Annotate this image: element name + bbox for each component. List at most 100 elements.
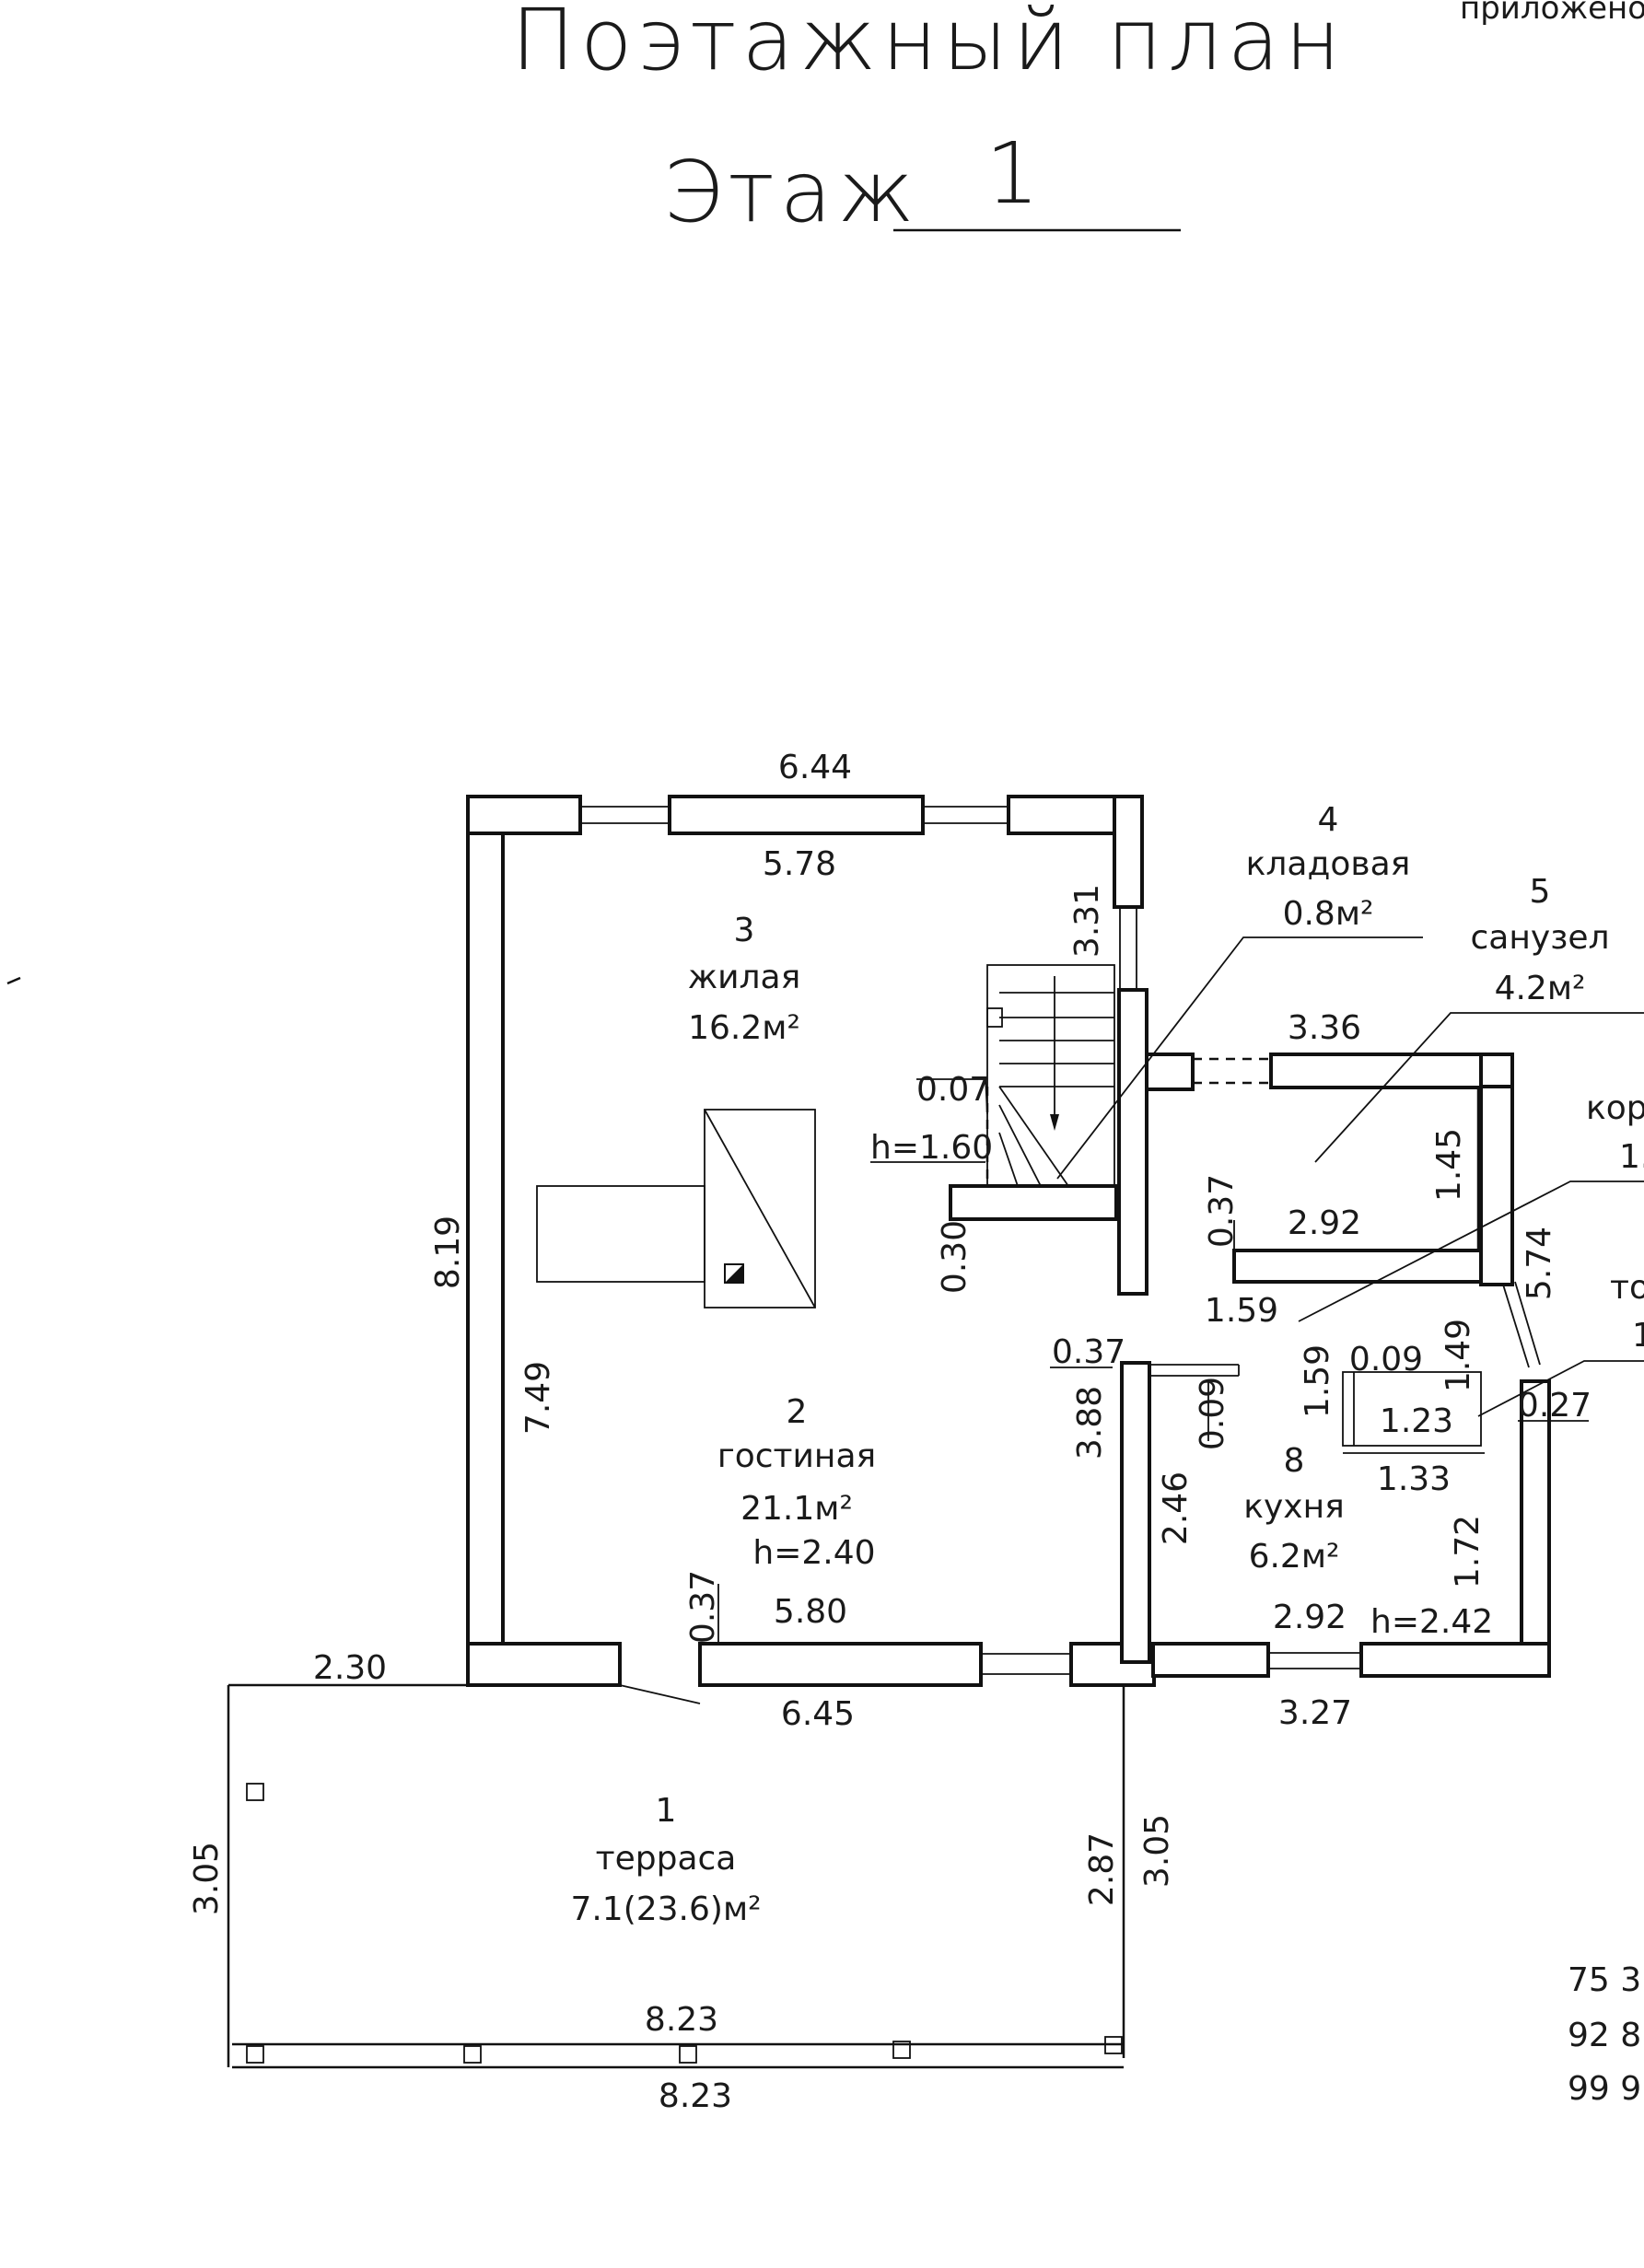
- room8-name: кухня: [1243, 1488, 1345, 1526]
- corner-note: приложено: [1460, 0, 1644, 27]
- wall-bath-right-lower: [1479, 1085, 1514, 1286]
- wall-stair-landing: [949, 1184, 1118, 1221]
- dim-1-59-a: 1.59: [1205, 1292, 1278, 1330]
- room6-partial-name: кор: [1586, 1089, 1644, 1127]
- bath-door-dashed: [1193, 1057, 1271, 1085]
- room4-number: 4: [1318, 801, 1339, 839]
- room5-number: 5: [1530, 873, 1551, 911]
- dim-0-37-c: 0.37: [1203, 1174, 1241, 1248]
- dim-2-30: 2.30: [313, 1649, 387, 1687]
- kitchen-partition: [1149, 1364, 1240, 1377]
- window-kitchen: [1268, 1652, 1361, 1669]
- room3-number: 3: [734, 912, 755, 949]
- door-swing-corridor: [1502, 1281, 1541, 1368]
- wall-bottom-1: [466, 1642, 622, 1687]
- dim-2-46: 2.46: [1157, 1471, 1195, 1545]
- dim-3-05-b: 3.05: [1138, 1814, 1176, 1888]
- dim-7-49: 7.49: [519, 1361, 557, 1435]
- dim-0-09-b: 0.09: [1349, 1341, 1423, 1378]
- door-swing-entrance: [619, 1684, 701, 1704]
- dim-1-45: 1.45: [1430, 1128, 1468, 1202]
- wall-bath-top: [1269, 1053, 1514, 1089]
- room2-height: h=2.40: [752, 1534, 875, 1572]
- room8-area: 6.2м²: [1249, 1538, 1340, 1576]
- wall-kitchen-bottom-1: [1151, 1642, 1270, 1678]
- summary-line-2: 92 8м: [1568, 2017, 1644, 2054]
- dim-2-92-b: 2.92: [1273, 1599, 1347, 1636]
- window-right-upper: [1119, 907, 1137, 990]
- dim-3-36: 3.36: [1288, 1009, 1361, 1047]
- dim-1-72: 1.72: [1449, 1515, 1487, 1588]
- dim-3-88: 3.88: [1071, 1386, 1109, 1460]
- furniture-table: [536, 1109, 816, 1308]
- wall-left-outer: [466, 795, 505, 1687]
- room6-partial-area: 1.: [1619, 1138, 1644, 1176]
- wall-bath-stub: [1145, 1053, 1195, 1091]
- dim-0-37-a: 0.37: [1052, 1333, 1125, 1371]
- room5-name: санузел: [1471, 919, 1610, 957]
- dim-1-33: 1.33: [1377, 1460, 1451, 1498]
- wall-central: [1117, 988, 1148, 1296]
- plan-title: Поэтажный план: [511, 0, 1346, 89]
- dim-1-23: 1.23: [1380, 1402, 1453, 1440]
- dim-5-74: 5.74: [1521, 1227, 1558, 1300]
- room1-name: терраса: [596, 1840, 737, 1878]
- dim-5-80: 5.80: [774, 1593, 847, 1631]
- kitchen-niche: [1342, 1371, 1485, 1454]
- wall-right-upper: [1113, 795, 1144, 909]
- wall-kitchen-right: [1520, 1379, 1551, 1678]
- dim-0-30: 0.30: [936, 1220, 974, 1294]
- leader-lines: [717, 936, 1644, 1644]
- dim-3-05-a: 3.05: [188, 1842, 226, 1915]
- margin-mark: [6, 976, 21, 985]
- window-bottom-1: [981, 1653, 1071, 1675]
- room1-area: 7.1(23.6)м²: [570, 1890, 761, 1928]
- room4-name: кладовая: [1246, 845, 1411, 883]
- wall-divider-kitchen: [1120, 1361, 1151, 1664]
- summary-line-1: 75 3м: [1568, 1961, 1644, 1999]
- terrace-outline: [227, 1683, 1125, 2069]
- dim-6-45: 6.45: [781, 1695, 855, 1733]
- dim-0-37-b: 0.37: [684, 1570, 722, 1644]
- wall-kitchen-bottom-2: [1359, 1642, 1551, 1678]
- staircase: [986, 964, 1115, 1187]
- dim-0-07: 0.07: [916, 1071, 990, 1109]
- room8-number: 8: [1284, 1442, 1305, 1480]
- room3-name: жилая: [688, 959, 801, 996]
- room3-area: 16.2м²: [688, 1009, 800, 1047]
- window-top-1: [580, 806, 670, 824]
- dim-8-23-b: 8.23: [659, 2077, 732, 2115]
- dim-6-44: 6.44: [778, 749, 852, 786]
- dim-3-27: 3.27: [1278, 1694, 1352, 1732]
- summary-line-3: 99 9м: [1568, 2070, 1644, 2108]
- dim-5-78: 5.78: [763, 845, 836, 883]
- dim-2-92-a: 2.92: [1288, 1204, 1361, 1242]
- room7-partial-area: 1: [1632, 1317, 1644, 1355]
- dim-0-09-a: 0.09: [1194, 1377, 1231, 1450]
- window-top-2: [923, 806, 1009, 824]
- room5-area: 4.2м²: [1495, 970, 1586, 1007]
- dim-2-87: 2.87: [1083, 1832, 1121, 1906]
- wall-top-1: [466, 795, 582, 835]
- room2-name: гостиная: [717, 1437, 876, 1475]
- room4-area: 0.8м²: [1283, 895, 1374, 933]
- room8-height: h=2.42: [1370, 1603, 1493, 1641]
- wall-top-2: [668, 795, 925, 835]
- room1-number: 1: [656, 1792, 677, 1830]
- dim-0-27: 0.27: [1518, 1387, 1592, 1425]
- dim-h-1-60: h=1.60: [870, 1129, 993, 1167]
- room7-partial-name: то: [1610, 1269, 1644, 1307]
- room2-area: 21.1м²: [740, 1490, 853, 1528]
- dim-8-19: 8.19: [429, 1215, 467, 1289]
- wall-bath-bottom: [1232, 1249, 1485, 1284]
- room2-number: 2: [787, 1393, 808, 1431]
- wall-bottom-2: [698, 1642, 983, 1687]
- floor-label: Этаж: [663, 143, 920, 241]
- dim-1-59-b: 1.59: [1299, 1344, 1336, 1418]
- dim-8-23-a: 8.23: [645, 2001, 718, 2039]
- dim-3-31: 3.31: [1068, 884, 1106, 958]
- dim-1-49: 1.49: [1440, 1319, 1477, 1392]
- floor-number: 1: [985, 124, 1045, 223]
